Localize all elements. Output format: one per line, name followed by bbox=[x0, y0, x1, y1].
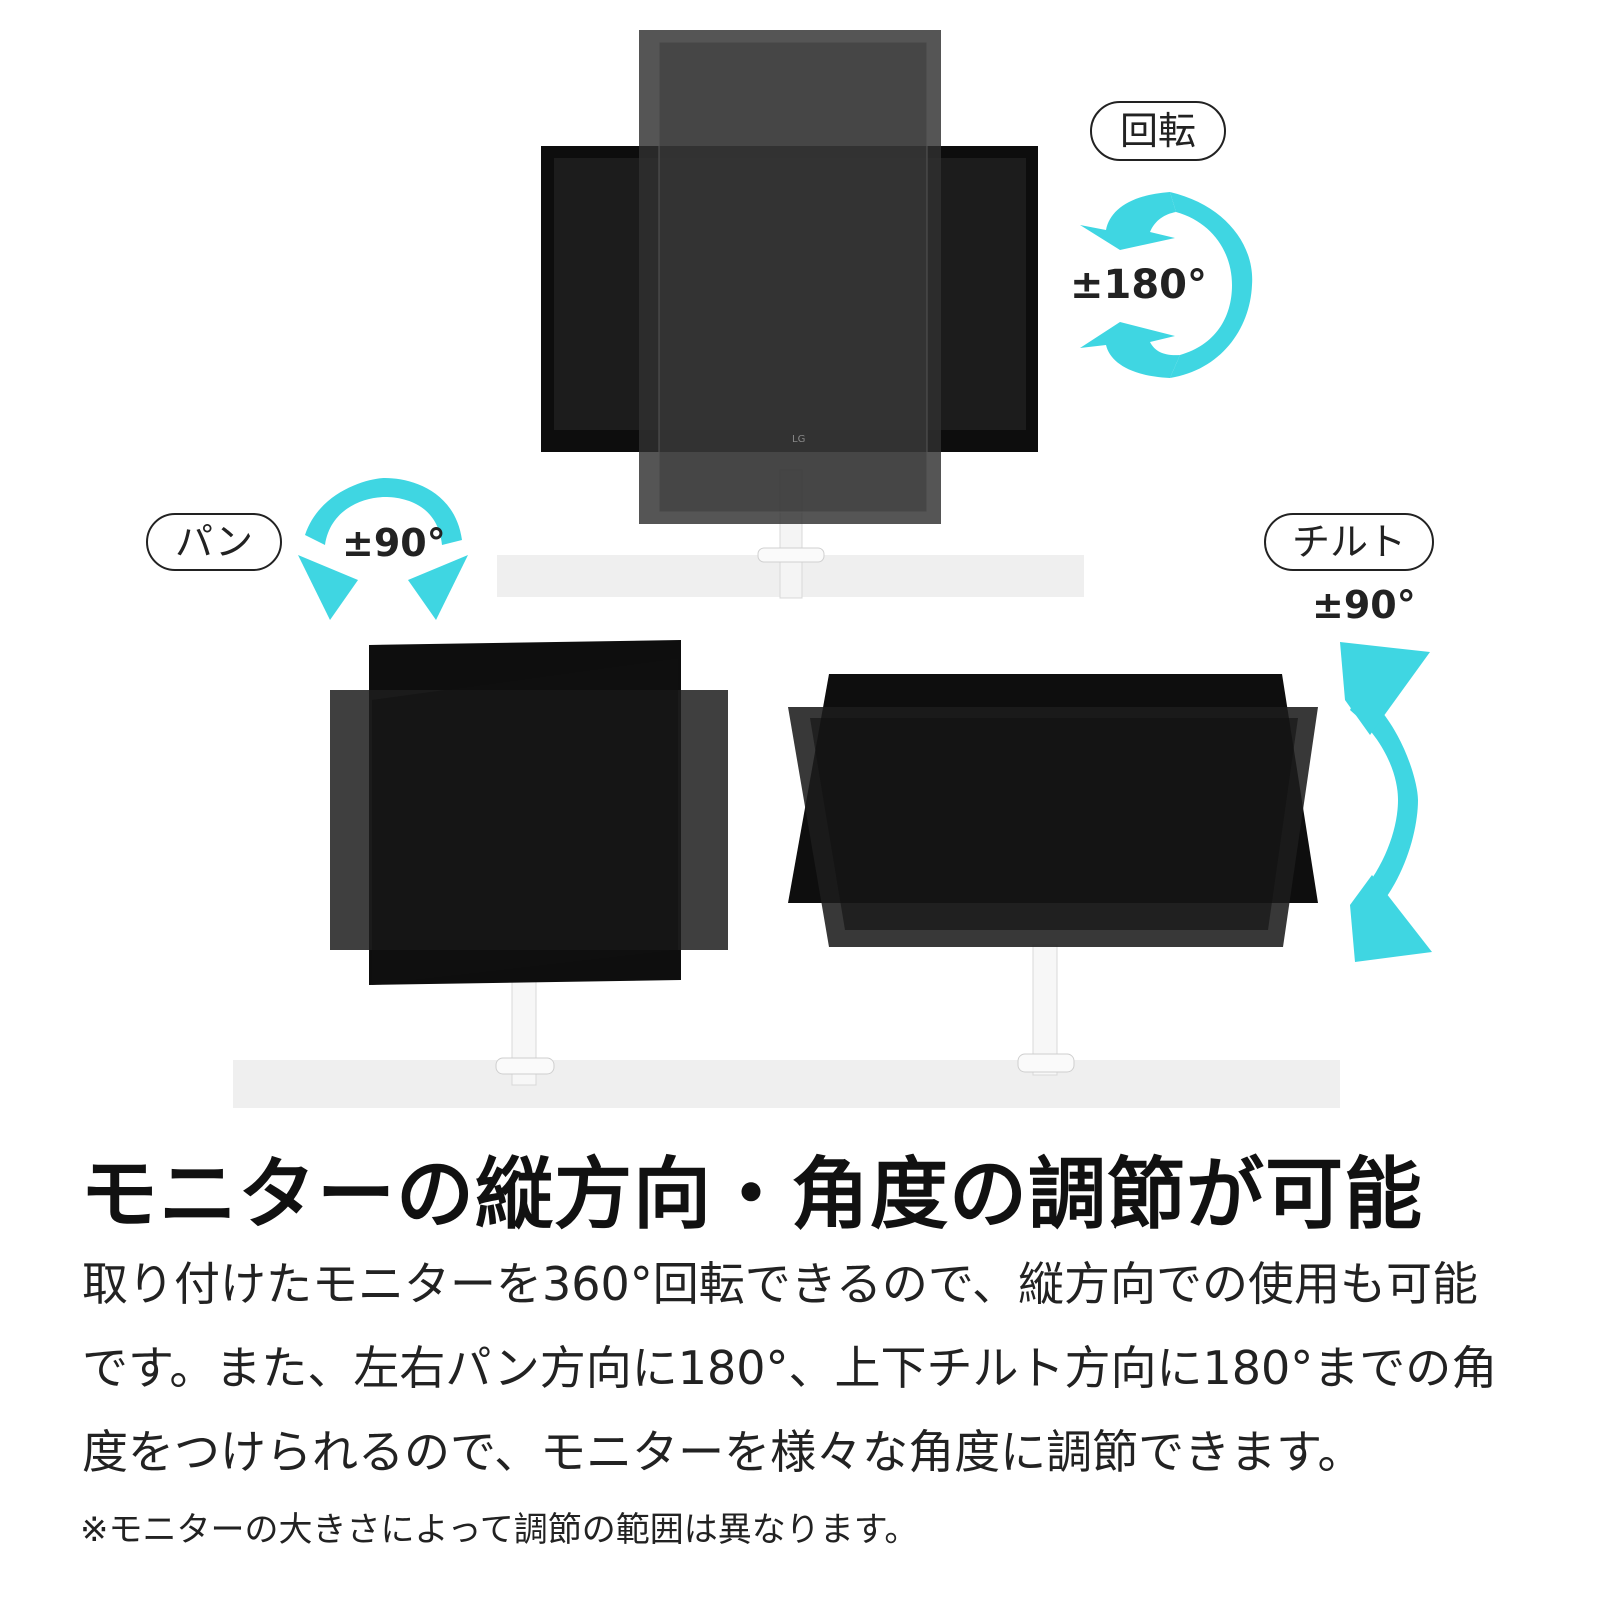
pan-label-text: パン bbox=[175, 520, 253, 564]
pole-clamp bbox=[1017, 1053, 1075, 1073]
headline: モニターの縦方向・角度の調節が可能 bbox=[80, 1150, 1424, 1240]
monitor-screen bbox=[372, 658, 678, 985]
rotate-angle: ±180° bbox=[1070, 262, 1208, 308]
rotate-arrow-icon bbox=[1080, 192, 1253, 378]
tilt-label-text: チルト bbox=[1291, 520, 1406, 564]
tilt-arrow-icon bbox=[1340, 642, 1432, 962]
pole-clamp bbox=[757, 547, 825, 563]
tilt-demo bbox=[788, 674, 1318, 1076]
rotate-demo: LG bbox=[497, 30, 1084, 599]
tilt-label: チルト bbox=[1264, 513, 1434, 571]
pan-demo bbox=[330, 640, 728, 1086]
rotate-label-text: 回転 bbox=[1119, 109, 1196, 153]
pan-angle: ±90° bbox=[342, 521, 446, 565]
monitor-logo: LG bbox=[792, 434, 805, 445]
pole-clamp bbox=[495, 1057, 555, 1075]
description: 取り付けたモニターを360°回転できるので、縦方向での使用も可能です。また、左右… bbox=[82, 1257, 1498, 1479]
arm-pole bbox=[1032, 944, 1058, 1076]
footnote: ※モニターの大きさによって調節の範囲は異なります。 bbox=[80, 1510, 919, 1550]
pan-label: パン bbox=[146, 513, 282, 571]
monitor-screen bbox=[658, 41, 928, 513]
desk-bottom bbox=[233, 1060, 1340, 1108]
pan-arrow-icon bbox=[298, 478, 468, 620]
monitor-screen bbox=[810, 718, 1298, 930]
tilt-angle: ±90° bbox=[1312, 583, 1416, 627]
rotate-label: 回転 bbox=[1090, 101, 1226, 161]
